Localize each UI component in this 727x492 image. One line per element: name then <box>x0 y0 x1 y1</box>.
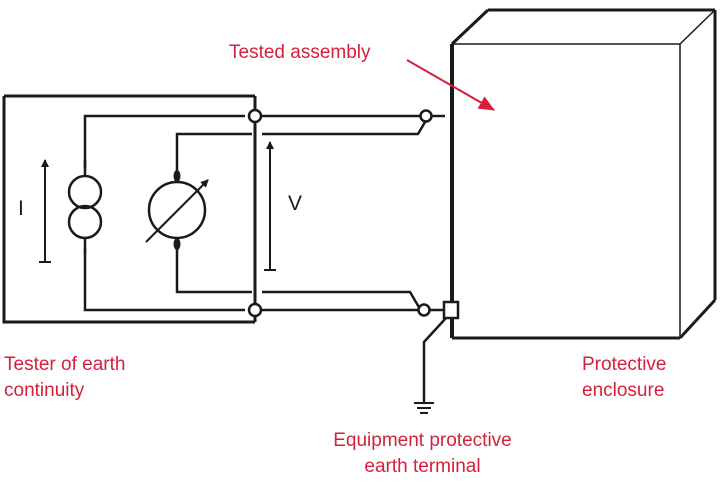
protective-enclosure <box>450 8 717 340</box>
earth-terminal-box <box>442 300 460 320</box>
ground-icon <box>414 402 434 414</box>
tester-terminal-top <box>247 108 263 124</box>
earth-terminal-label: Equipment protective earth terminal <box>300 428 545 480</box>
enclosure-label-line2: enclosure <box>582 380 665 401</box>
tester-terminal-bottom <box>247 302 263 318</box>
voltage-arrow <box>264 141 276 271</box>
probe-contact <box>419 109 433 123</box>
current-loop-wire <box>83 114 245 312</box>
tester-label-line2: continuity <box>4 380 85 401</box>
tester-box <box>2 94 255 324</box>
voltmeter-loop-wire <box>175 132 252 294</box>
voltmeter-icon <box>145 170 209 250</box>
lead-voltage-bottom <box>262 290 422 310</box>
probe-contact-bottom <box>417 303 431 317</box>
current-source-icon <box>67 160 103 254</box>
earth-terminal-label-line1: Equipment protective <box>333 430 512 451</box>
earth-lead <box>422 317 447 402</box>
tester-label-line1: Tester of earth <box>4 354 126 375</box>
lead-voltage-top <box>262 116 430 136</box>
voltage-symbol-label: V <box>288 192 303 215</box>
tester-label: Tester of earth continuity <box>4 352 125 404</box>
tested-assembly-label: Tested assembly <box>229 42 371 63</box>
current-symbol-label: I <box>18 197 24 220</box>
current-arrow <box>39 159 51 263</box>
tested-assembly-pointer <box>406 59 495 111</box>
enclosure-label-line1: Protective <box>582 354 667 375</box>
enclosure-label: Protective enclosure <box>582 352 666 404</box>
earth-terminal-label-line2: earth terminal <box>364 456 481 477</box>
voltmeter-gap <box>168 172 186 246</box>
